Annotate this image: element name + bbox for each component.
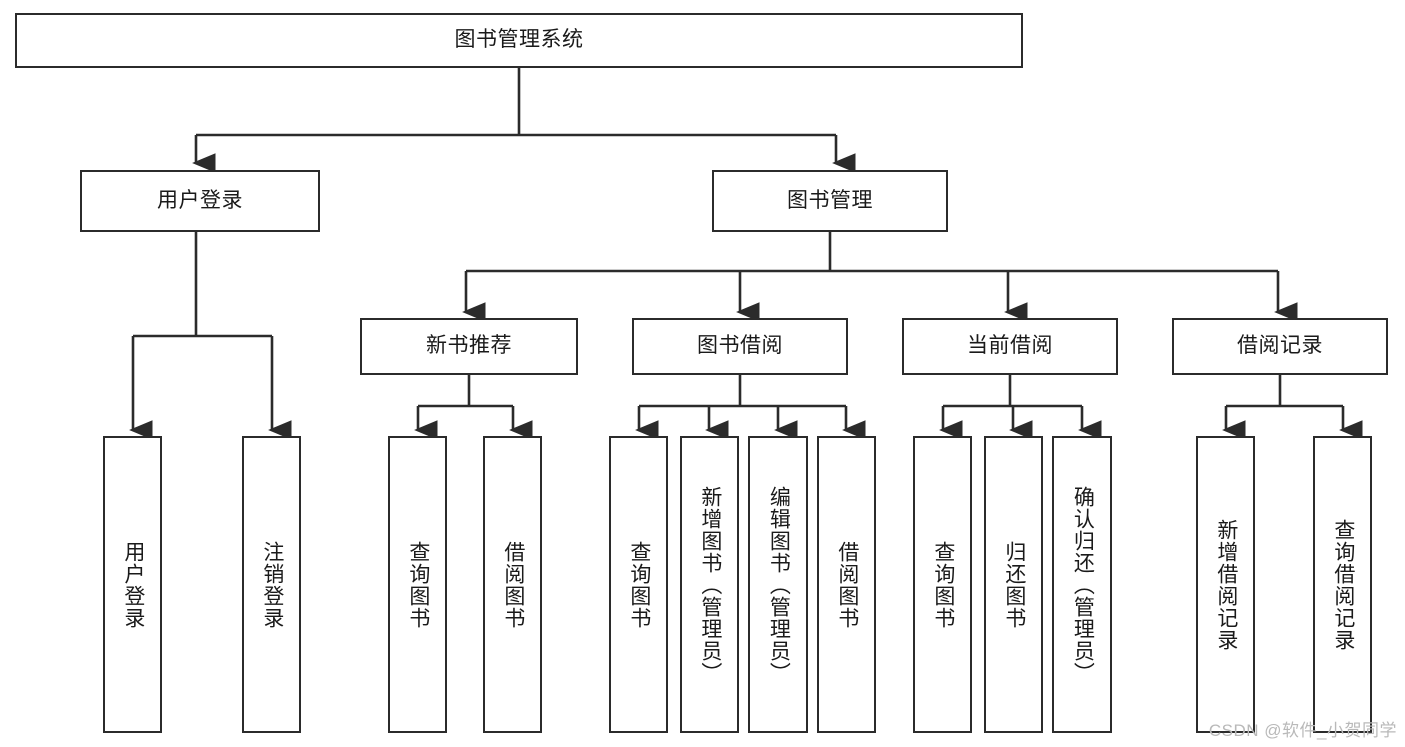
- leaf-book-borrow-query-book[interactable]: 查询图书: [609, 436, 668, 733]
- node-label: 图书借阅: [697, 334, 783, 358]
- node-label: 新书推荐: [426, 334, 512, 358]
- node-label: 归还图书: [1002, 540, 1026, 629]
- node-label: 借阅图书: [501, 540, 525, 629]
- node-label: 图书管理系统: [454, 28, 584, 52]
- node-borrow-record[interactable]: 借阅记录: [1172, 318, 1388, 375]
- node-label: 查询借阅记录: [1331, 518, 1355, 651]
- leaf-book-borrow-edit-book-admin[interactable]: 编辑图书（管理员）: [748, 436, 808, 733]
- node-label: 新增图书（管理员）: [698, 485, 722, 684]
- leaf-book-borrow-borrow-book[interactable]: 借阅图书: [817, 436, 876, 733]
- node-book-management[interactable]: 图书管理: [712, 170, 948, 232]
- leaf-borrow-record-query-record[interactable]: 查询借阅记录: [1313, 436, 1372, 733]
- leaf-current-borrow-query-book[interactable]: 查询图书: [913, 436, 972, 733]
- node-label: 查询图书: [406, 540, 430, 629]
- node-label: 注销登录: [260, 540, 284, 629]
- node-label: 图书管理: [787, 188, 873, 212]
- leaf-user-login-logout[interactable]: 注销登录: [242, 436, 301, 733]
- node-label: 借阅记录: [1237, 334, 1323, 358]
- node-label: 用户登录: [121, 540, 145, 629]
- node-current-borrow[interactable]: 当前借阅: [902, 318, 1118, 375]
- node-label: 借阅图书: [835, 540, 859, 629]
- watermark: CSDN @软件_小贺同学: [1208, 721, 1397, 740]
- leaf-user-login-login[interactable]: 用户登录: [103, 436, 162, 733]
- node-label: 用户登录: [157, 188, 243, 212]
- leaf-current-borrow-return-book[interactable]: 归还图书: [984, 436, 1043, 733]
- node-user-login[interactable]: 用户登录: [80, 170, 320, 232]
- node-label: 当前借阅: [967, 334, 1053, 358]
- leaf-new-book-borrow-book[interactable]: 借阅图书: [483, 436, 542, 733]
- node-label: 新增借阅记录: [1214, 518, 1238, 651]
- leaf-borrow-record-add-record[interactable]: 新增借阅记录: [1196, 436, 1255, 733]
- node-book-borrow[interactable]: 图书借阅: [632, 318, 848, 375]
- leaf-book-borrow-add-book-admin[interactable]: 新增图书（管理员）: [680, 436, 739, 733]
- leaf-new-book-query-book[interactable]: 查询图书: [388, 436, 447, 733]
- leaf-current-borrow-confirm-return-admin[interactable]: 确认归还（管理员）: [1052, 436, 1112, 733]
- node-label: 查询图书: [931, 540, 955, 629]
- node-new-book-recommend[interactable]: 新书推荐: [360, 318, 578, 375]
- node-label: 编辑图书（管理员）: [767, 485, 791, 684]
- node-root-book-management-system[interactable]: 图书管理系统: [15, 13, 1023, 68]
- node-label: 确认归还（管理员）: [1071, 485, 1095, 684]
- node-label: 查询图书: [627, 540, 651, 629]
